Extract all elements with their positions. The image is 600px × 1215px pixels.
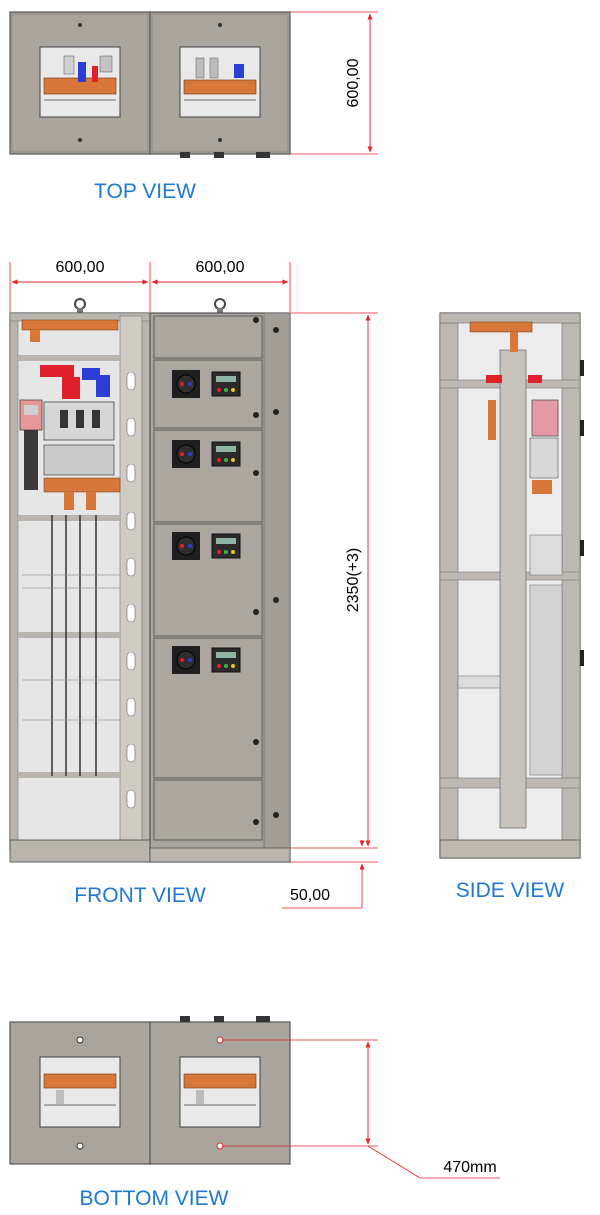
front-height-dimension: 2350(+3) bbox=[345, 548, 362, 613]
front-width-left-dimension: 600,00 bbox=[56, 259, 105, 276]
top-view-label: TOP VIEW bbox=[94, 180, 196, 203]
bottom-depth-dimension: 470mm bbox=[443, 1159, 496, 1176]
side-view: SIDE VIEW bbox=[439, 312, 584, 902]
side-view-label: SIDE VIEW bbox=[456, 879, 565, 902]
feeder-unit-2 bbox=[172, 440, 241, 468]
bottom-view: 470mm BOTTOM VIEW bbox=[9, 1016, 500, 1210]
front-view-label: FRONT VIEW bbox=[74, 884, 206, 907]
feeder-unit-4 bbox=[172, 646, 241, 674]
front-view: 600,00 600,00 bbox=[9, 259, 378, 909]
bottom-view-label: BOTTOM VIEW bbox=[80, 1187, 229, 1210]
feeder-unit-3 bbox=[172, 532, 241, 560]
front-width-right-dimension: 600,00 bbox=[196, 259, 245, 276]
top-depth-dimension: 600,00 bbox=[345, 58, 362, 107]
feeder-unit-1 bbox=[172, 370, 241, 398]
base-height-dimension: 50,00 bbox=[290, 887, 330, 904]
top-view: 600,00 TOP VIEW bbox=[9, 11, 378, 203]
